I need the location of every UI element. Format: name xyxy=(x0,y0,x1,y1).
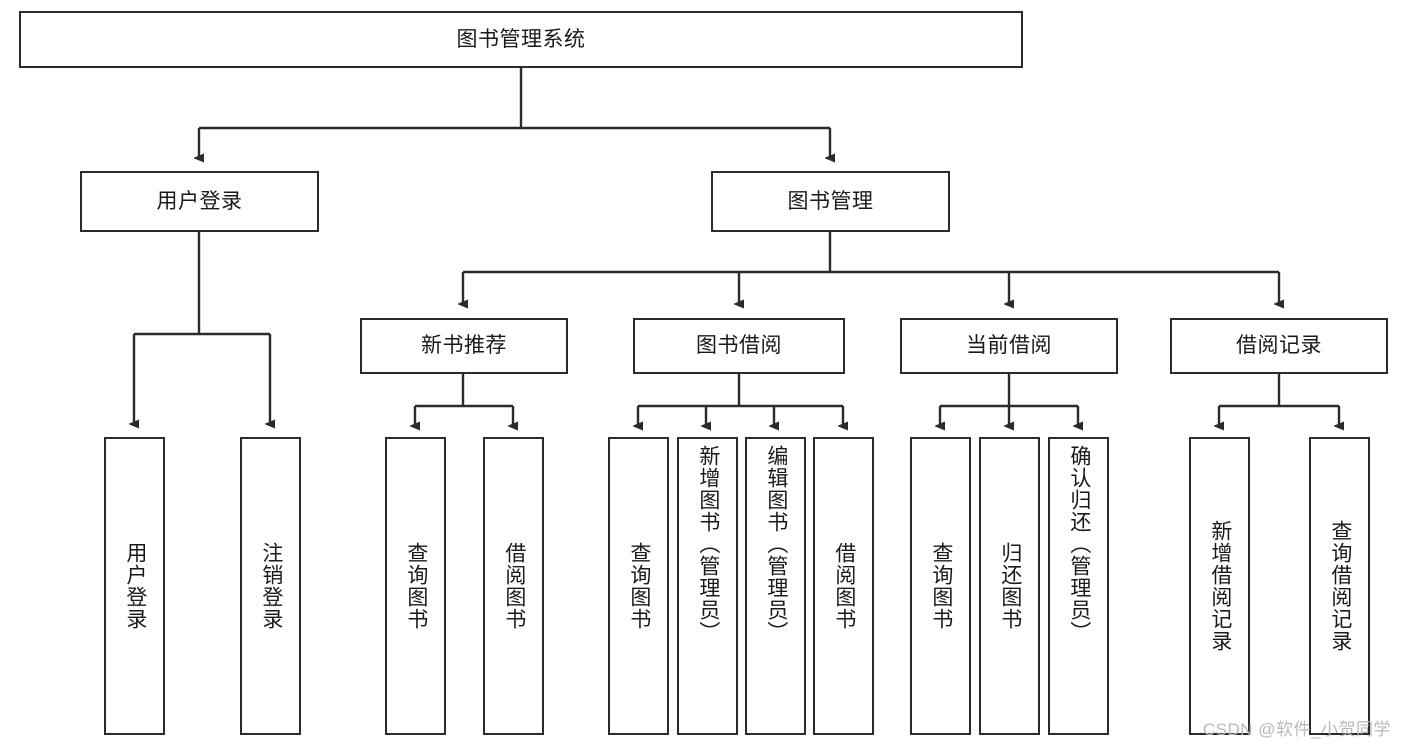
node-leaf-recommend-borrow-book-label: 借阅图书 xyxy=(502,542,526,630)
node-leaf-query-borrow-record-label: 查询借阅记录 xyxy=(1328,520,1352,652)
node-leaf-confirm-return-admin[interactable]: 确认归还（管理员） xyxy=(1048,437,1109,735)
node-leaf-user-logout-label: 注销登录 xyxy=(259,542,283,630)
node-leaf-add-book-admin-label: 新增图书（管理员） xyxy=(696,445,720,643)
node-leaf-add-book-admin[interactable]: 新增图书（管理员） xyxy=(677,437,738,735)
node-leaf-recommend-query-book-label: 查询图书 xyxy=(404,542,428,630)
node-borrow-record[interactable]: 借阅记录 xyxy=(1170,318,1388,374)
node-leaf-return-book-label: 归还图书 xyxy=(998,542,1022,630)
node-book-management-label: 图书管理 xyxy=(787,189,874,213)
node-new-book-recommend[interactable]: 新书推荐 xyxy=(360,318,568,374)
node-leaf-user-logout[interactable]: 注销登录 xyxy=(240,437,301,735)
node-leaf-add-borrow-record[interactable]: 新增借阅记录 xyxy=(1189,437,1250,735)
node-book-borrow-label: 图书借阅 xyxy=(696,334,782,358)
node-leaf-recommend-query-book[interactable]: 查询图书 xyxy=(385,437,446,735)
csdn-watermark: CSDN @软件_小贺同学 xyxy=(1202,720,1391,739)
node-leaf-add-borrow-record-label: 新增借阅记录 xyxy=(1208,520,1232,652)
node-leaf-return-book[interactable]: 归还图书 xyxy=(979,437,1040,735)
node-leaf-user-login[interactable]: 用户登录 xyxy=(104,437,165,735)
node-leaf-user-login-label: 用户登录 xyxy=(123,542,147,630)
node-leaf-recommend-borrow-book[interactable]: 借阅图书 xyxy=(483,437,544,735)
node-leaf-current-query-book[interactable]: 查询图书 xyxy=(910,437,971,735)
node-current-borrow[interactable]: 当前借阅 xyxy=(900,318,1118,374)
node-book-management[interactable]: 图书管理 xyxy=(711,171,950,232)
node-leaf-confirm-return-admin-label: 确认归还（管理员） xyxy=(1067,445,1091,643)
node-book-borrow[interactable]: 图书借阅 xyxy=(633,318,845,374)
node-leaf-edit-book-admin[interactable]: 编辑图书（管理员） xyxy=(745,437,806,735)
node-root-system[interactable]: 图书管理系统 xyxy=(19,11,1023,68)
node-current-borrow-label: 当前借阅 xyxy=(966,334,1052,358)
node-user-login-label: 用户登录 xyxy=(156,189,243,213)
node-leaf-current-query-book-label: 查询图书 xyxy=(929,542,953,630)
node-leaf-borrow-borrow-book[interactable]: 借阅图书 xyxy=(813,437,874,735)
node-user-login[interactable]: 用户登录 xyxy=(80,171,319,232)
node-leaf-borrow-query-book-label: 查询图书 xyxy=(627,542,651,630)
node-borrow-record-label: 借阅记录 xyxy=(1236,334,1322,358)
node-new-book-recommend-label: 新书推荐 xyxy=(421,334,507,358)
node-root-system-label: 图书管理系统 xyxy=(456,27,586,51)
node-leaf-borrow-query-book[interactable]: 查询图书 xyxy=(608,437,669,735)
node-leaf-query-borrow-record[interactable]: 查询借阅记录 xyxy=(1309,437,1370,735)
node-leaf-edit-book-admin-label: 编辑图书（管理员） xyxy=(764,445,788,643)
node-leaf-borrow-borrow-book-label: 借阅图书 xyxy=(832,542,856,630)
